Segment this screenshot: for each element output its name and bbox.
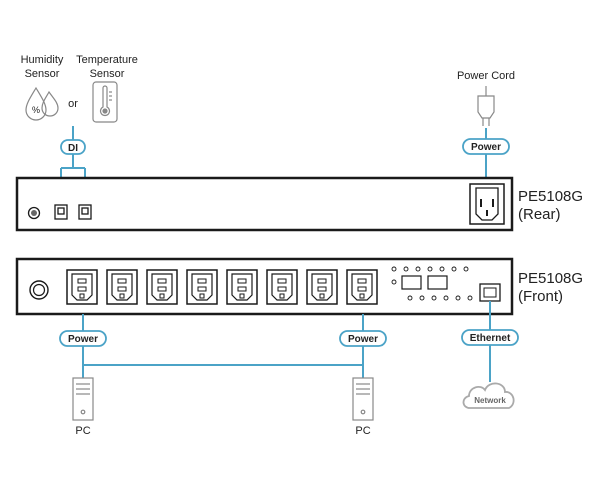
front-power-pill-left: Power (59, 330, 107, 347)
rj45-port-icon (54, 204, 92, 220)
power-outlet-icon (226, 269, 258, 305)
humidity-label-line1: Humidity (21, 54, 64, 66)
svg-text:%: % (32, 105, 40, 115)
pc-right: PC (352, 377, 374, 437)
power-outlet-icon (66, 269, 98, 305)
front-power-label-left: Power (68, 334, 98, 345)
status-leds (391, 266, 473, 301)
power-outlet-icon (186, 269, 218, 305)
front-panel (15, 257, 514, 316)
power-outlet-icon (146, 269, 178, 305)
humidity-sensor-icon: % (25, 86, 59, 121)
power-switch-icon (29, 280, 49, 300)
rear-caption-label: (Rear) (518, 206, 561, 223)
temperature-label-line2: Sensor (90, 68, 125, 80)
di-pill: DI (60, 139, 86, 155)
power-outlet-icon (346, 269, 378, 305)
humidity-label-line2: Sensor (25, 68, 60, 80)
pc-left: PC (72, 377, 94, 437)
ground-screw-icon (27, 206, 41, 220)
di-label: DI (68, 143, 78, 154)
front-power-label-right: Power (348, 334, 378, 345)
power-outlet-icon (266, 269, 298, 305)
front-power-pill-right: Power (339, 330, 387, 347)
rear-panel (15, 176, 514, 232)
pc-label-right: PC (355, 425, 370, 437)
front-caption-label: (Front) (518, 288, 563, 305)
pc-label-left: PC (75, 425, 90, 437)
cloud-icon (462, 382, 515, 409)
network-cloud: Network (462, 382, 515, 409)
ethernet-pill: Ethernet (461, 329, 519, 346)
power-plug-icon (477, 86, 495, 126)
display-windows (401, 275, 448, 290)
power-cord-label: Power Cord (457, 70, 515, 82)
power-inlet-icon (469, 183, 505, 225)
outlet-group (66, 269, 378, 305)
rear-power-label: Power (471, 142, 501, 153)
pc-tower-icon (352, 377, 374, 421)
rear-power-pill: Power (462, 138, 510, 155)
temperature-sensor: Temperature Sensor (76, 54, 138, 123)
front-model-label: PE5108G (518, 270, 583, 287)
temperature-label-line1: Temperature (76, 54, 138, 66)
or-label: or (68, 98, 78, 110)
rear-model-label: PE5108G (518, 188, 583, 205)
pc-power-links (82, 314, 364, 378)
humidity-sensor: Humidity Sensor % (21, 54, 64, 121)
pc-tower-icon (72, 377, 94, 421)
power-outlet-icon (106, 269, 138, 305)
network-label: Network (474, 396, 506, 405)
temperature-sensor-icon (92, 81, 118, 123)
ethernet-label: Ethernet (470, 333, 511, 344)
power-outlet-icon (306, 269, 338, 305)
